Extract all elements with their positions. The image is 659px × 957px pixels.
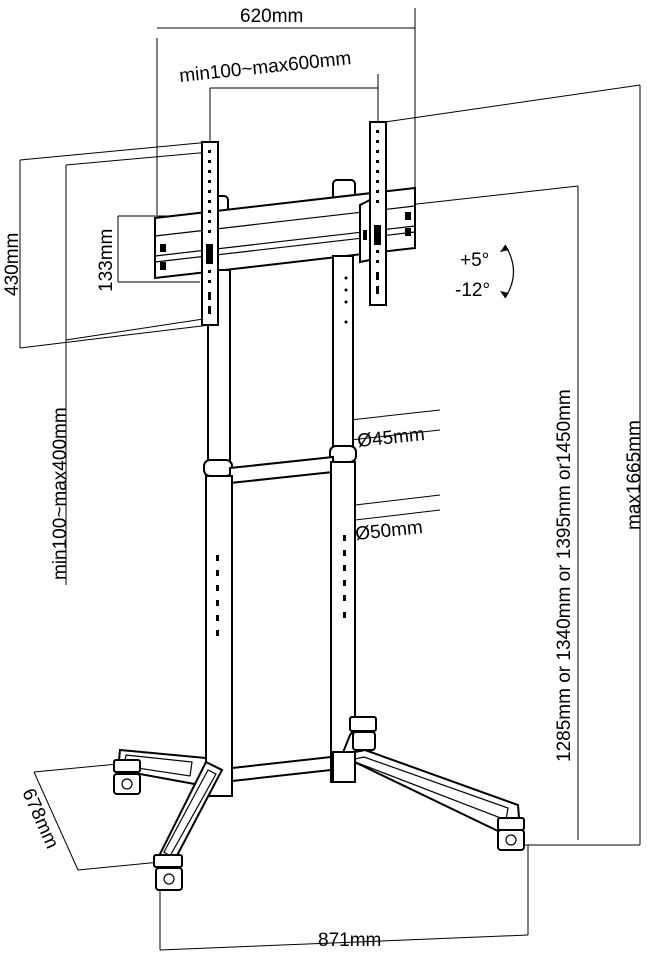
label-center-heights: 1285mm or 1340mm or 1395mm or1450mm (554, 389, 575, 762)
upper-poles (207, 255, 354, 463)
caster-wheels (113, 716, 525, 891)
label-bracket-arm-height: 430mm (2, 233, 23, 296)
dimension-lines (19, 8, 641, 951)
caster-front-right (497, 817, 525, 851)
lower-poles (205, 461, 356, 797)
right-bracket-arm (359, 121, 387, 306)
caster-front-left (153, 854, 183, 891)
label-rail-height: 133mm (96, 229, 117, 292)
caster-back-right (349, 716, 377, 751)
label-bracket-arm-spacing: min100~max600mm (178, 48, 352, 87)
label-vertical-hole-spacing: min100~max400mm (50, 407, 71, 580)
caster-back-left (113, 759, 141, 795)
label-tilt-up: +5° (460, 250, 489, 271)
label-max-height: max1665mm (624, 420, 645, 530)
base-legs (116, 718, 522, 867)
tilt-arrow-icon (500, 244, 515, 299)
left-bracket-arm (201, 141, 219, 326)
label-tilt-down: -12° (455, 280, 490, 301)
dimension-labels: 620mm min100~max600mm 430mm 133mm min100… (2, 6, 645, 951)
label-base-width: 871mm (318, 930, 381, 951)
label-lower-pole-diameter: Ø50mm (354, 517, 423, 545)
label-upper-pole-diameter: Ø45mm (356, 424, 425, 452)
label-base-depth: 678mm (17, 785, 62, 851)
label-overall-bracket-width: 620mm (240, 6, 303, 27)
